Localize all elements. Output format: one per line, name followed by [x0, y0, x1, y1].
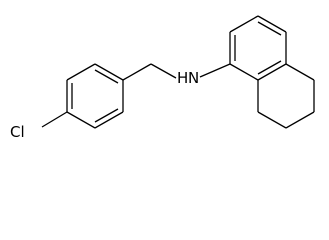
bond-c-cl	[41, 111, 68, 128]
double-bond-inner	[257, 21, 282, 36]
bond	[285, 63, 315, 81]
amine-hydrogen-label: H	[177, 69, 188, 87]
bond	[229, 63, 259, 81]
chlorine-label: Cl	[10, 123, 25, 141]
bond-c-n	[150, 63, 177, 79]
chlorophenyl-ring	[66, 63, 124, 129]
saturated-ring	[257, 63, 315, 129]
bond	[229, 15, 259, 33]
double-bond-inner	[257, 60, 282, 75]
amine-nitrogen-label: N	[188, 69, 199, 87]
bond	[257, 15, 287, 33]
bond-n-aryl	[199, 63, 231, 78]
bond	[257, 111, 287, 129]
bond	[257, 63, 287, 81]
double-bond-inner	[94, 108, 119, 123]
bond	[285, 111, 315, 129]
bond	[94, 111, 124, 129]
structure-canvas: Cl H N	[10, 15, 315, 141]
bond	[66, 63, 96, 81]
bond	[122, 63, 152, 81]
bond	[94, 63, 124, 81]
double-bond-inner	[94, 69, 119, 84]
bond	[66, 111, 96, 129]
aromatic-ring	[229, 15, 287, 81]
